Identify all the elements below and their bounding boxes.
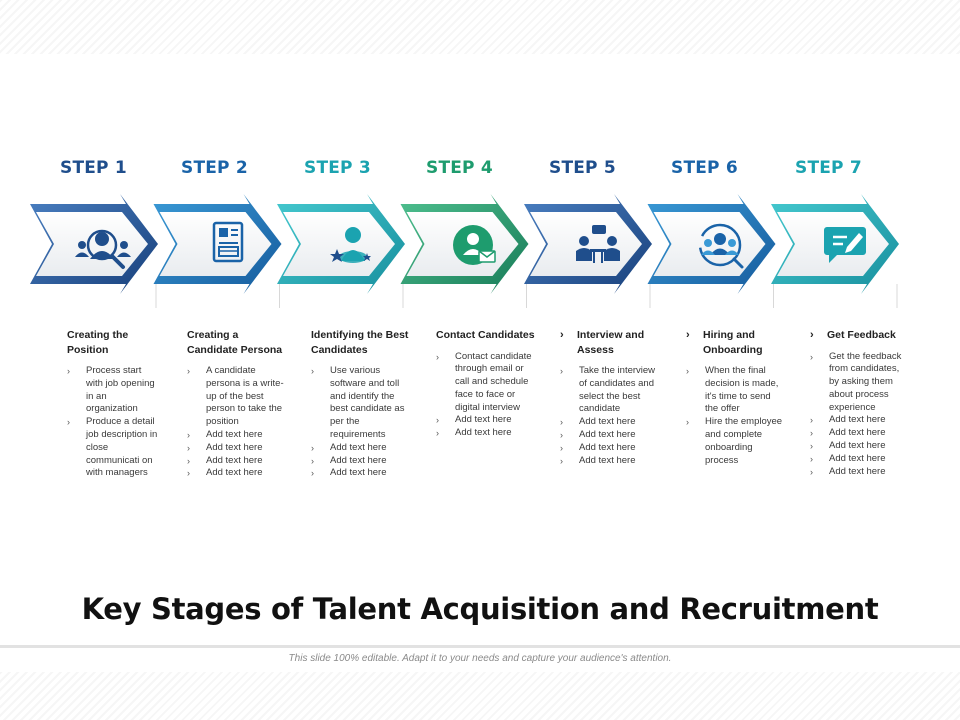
step-label-7: STEP 7 <box>795 158 862 178</box>
bullet-item: Produce a detail job description in clos… <box>67 416 159 480</box>
step-detail-3: Identifying the Best CandidatesUse vario… <box>311 328 411 480</box>
step-title: Creating a Candidate Persona <box>187 328 287 357</box>
bullet-item: Add text here <box>810 427 910 440</box>
bullet-item: Add text here <box>436 414 536 427</box>
bullet-item: A candidate persona is a write-up of the… <box>187 365 287 429</box>
step-label-5: STEP 5 <box>549 158 616 178</box>
hiring-team-icon <box>686 215 758 275</box>
bullet-list: A candidate persona is a write-up of the… <box>187 365 287 480</box>
step-chevron-face-1 <box>36 212 148 276</box>
step-detail-7: › Get FeedbackGet the feedback from candi… <box>810 328 910 478</box>
search-people-icon <box>68 215 140 275</box>
bullet-item: Take the interview of candidates and sel… <box>560 365 660 416</box>
step-chevron-face-2 <box>159 212 272 276</box>
step-label-1: STEP 1 <box>60 158 127 178</box>
step-label-4: STEP 4 <box>426 158 493 178</box>
step-label-2: STEP 2 <box>181 158 248 178</box>
bullet-item: Add text here <box>810 414 910 427</box>
bullet-item: Add text here <box>311 442 411 455</box>
interview-icon <box>562 215 634 275</box>
bullet-list: When the final decision is made, it's ti… <box>686 365 786 467</box>
bullet-item: Add text here <box>560 429 660 442</box>
step-title: › Hiring and Onboarding <box>686 328 786 357</box>
bullet-item: Add text here <box>311 455 411 468</box>
step-title-text: Creating the Position <box>67 329 129 356</box>
bullet-item: Add text here <box>311 467 411 480</box>
page-title: Key Stages of Talent Acquisition and Rec… <box>81 592 879 626</box>
bullet-item: Hire the employee and complete onboardin… <box>686 416 786 467</box>
bullet-item: Add text here <box>187 455 287 468</box>
chevron-right-icon: › <box>560 329 564 341</box>
persona-document-icon <box>192 215 264 275</box>
step-title-text: Creating a Candidate Persona <box>187 329 283 356</box>
footer-divider <box>0 645 960 648</box>
step-title-text: Interview and Assess <box>577 329 645 356</box>
step-title-text: Identifying the Best Candidates <box>311 329 409 356</box>
bullet-item: Contact candidate through email or call … <box>436 351 536 415</box>
step-title: Identifying the Best Candidates <box>311 328 411 357</box>
step-title: Contact Candidates <box>436 328 536 343</box>
bullet-item: When the final decision is made, it's ti… <box>686 365 786 416</box>
bullet-item: Get the feedback from candidates, by ask… <box>810 351 910 415</box>
step-title-text: Hiring and Onboarding <box>703 329 763 356</box>
step-title-text: Contact Candidates <box>436 329 535 341</box>
step-title: › Interview and Assess <box>560 328 660 357</box>
feedback-icon <box>809 215 881 275</box>
bullet-item: Add text here <box>810 440 910 453</box>
chevron-right-icon: › <box>686 329 690 341</box>
step-detail-2: Creating a Candidate Persona A candidate … <box>187 328 287 480</box>
step-chevron-face-3 <box>283 212 395 276</box>
step-detail-6: › Hiring and OnboardingWhen the final dec… <box>686 328 786 467</box>
bullet-item: Add text here <box>436 427 536 440</box>
bullet-list: Take the interview of candidates and sel… <box>560 365 660 467</box>
bullet-item: Process start with job opening in an org… <box>67 365 159 416</box>
step-label-6: STEP 6 <box>671 158 738 178</box>
bullet-list: Process start with job opening in an org… <box>67 365 159 480</box>
bullet-item: Add text here <box>560 416 660 429</box>
bullet-item: Add text here <box>810 453 910 466</box>
step-title: › Get Feedback <box>810 328 910 343</box>
person-star-icon <box>315 215 387 275</box>
chevron-right-icon: › <box>810 329 814 341</box>
bullet-item: Add text here <box>187 467 287 480</box>
bullet-item: Add text here <box>560 455 660 468</box>
bullet-list: Get the feedback from candidates, by ask… <box>810 351 910 479</box>
step-detail-1: Creating the PositionProcess start with … <box>67 328 159 480</box>
step-detail-4: Contact CandidatesContact candidate thro… <box>436 328 536 440</box>
bullet-item: Add text here <box>187 442 287 455</box>
bottom-pattern-band <box>0 672 960 720</box>
contact-mail-icon <box>439 215 511 275</box>
step-label-3: STEP 3 <box>304 158 371 178</box>
top-pattern-band <box>0 0 960 54</box>
bullet-item: Add text here <box>810 466 910 479</box>
footnote: This slide 100% editable. Adapt it to yo… <box>288 653 672 664</box>
bullet-list: Use various software and toll and identi… <box>311 365 411 480</box>
bullet-item: Use various software and toll and identi… <box>311 365 411 442</box>
bullet-list: Contact candidate through email or call … <box>436 351 536 441</box>
step-detail-5: › Interview and AssessTake the interview … <box>560 328 660 467</box>
bullet-item: Add text here <box>187 429 287 442</box>
step-title-text: Get Feedback <box>827 329 896 341</box>
bullet-item: Add text here <box>560 442 660 455</box>
step-title: Creating the Position <box>67 328 159 357</box>
